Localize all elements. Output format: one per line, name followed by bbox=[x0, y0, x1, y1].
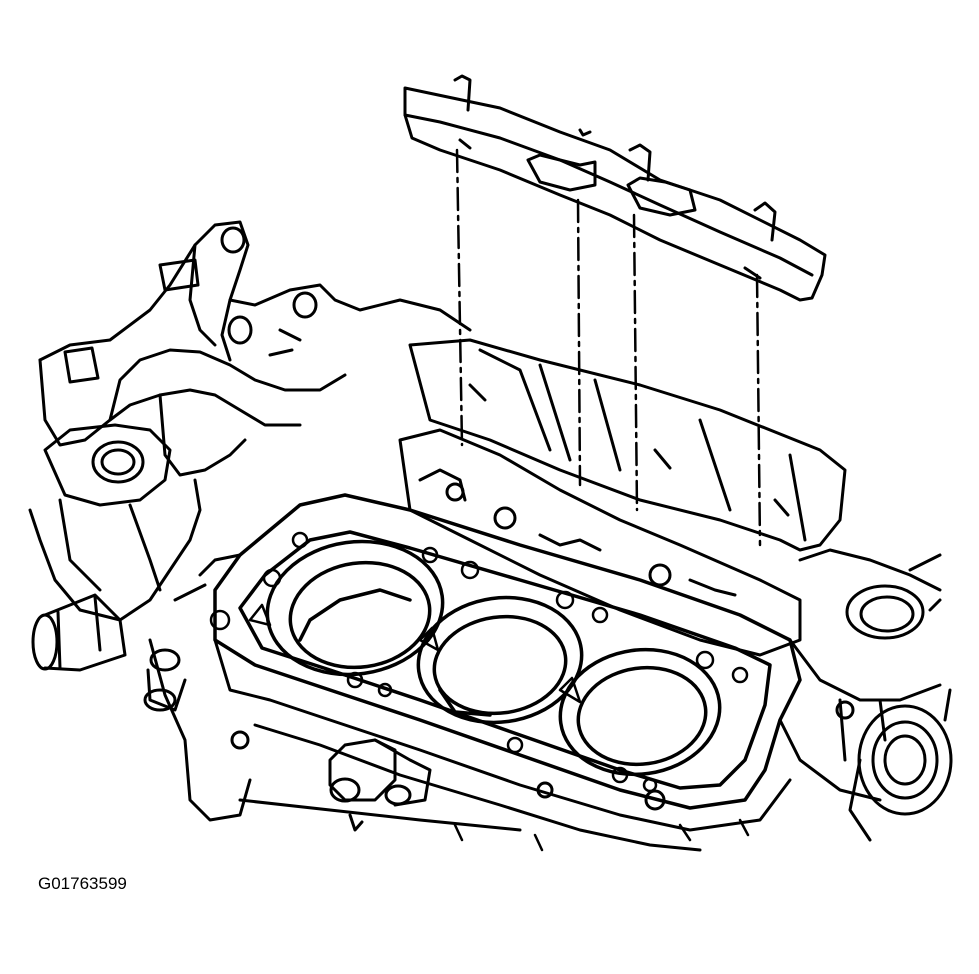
cylinder-head-gasket bbox=[213, 493, 802, 810]
engine-block-lower bbox=[148, 553, 792, 852]
cylinder-bore-2 bbox=[416, 595, 584, 725]
timing-components bbox=[398, 428, 802, 657]
alignment-dashed-lines bbox=[455, 148, 762, 547]
bottom-tick-marks bbox=[453, 818, 750, 852]
gasket-coolant-holes bbox=[209, 531, 749, 793]
intake-manifold-bracket bbox=[38, 220, 472, 477]
timing-chain-guide bbox=[403, 74, 827, 302]
water-pump-housing bbox=[28, 423, 202, 622]
figure-id-label: G01763599 bbox=[38, 874, 127, 893]
rear-bank-deck bbox=[408, 338, 847, 552]
right-block-end bbox=[778, 548, 942, 802]
head-bolt-sleeves bbox=[143, 648, 666, 832]
coolant-outlet-pipe bbox=[31, 593, 127, 672]
cylinder-bore-3 bbox=[558, 647, 722, 777]
crankshaft-seal bbox=[848, 688, 953, 842]
